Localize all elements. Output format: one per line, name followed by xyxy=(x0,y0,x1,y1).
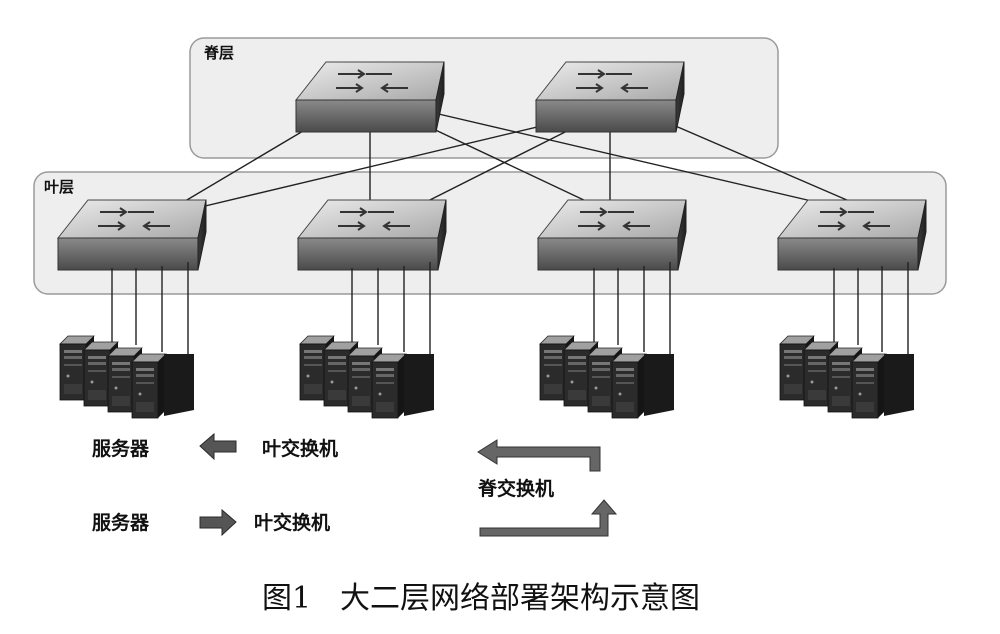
u-turn-arrow-icon xyxy=(477,439,618,537)
figure-caption: 大二层网络部署架构示意图 xyxy=(340,581,700,616)
spine-switch-2-icon xyxy=(535,61,685,133)
server-group-2-icon xyxy=(299,335,434,419)
link-s1-l3 xyxy=(409,117,606,211)
server-group-1-icon xyxy=(59,335,194,419)
leaf-layer-panel xyxy=(33,171,947,295)
leaf-switch-3-icon xyxy=(537,199,687,271)
legend-row1-server-label: 服务器 xyxy=(92,437,150,460)
arrow-left-icon xyxy=(199,432,237,461)
link-s2-l4 xyxy=(649,114,871,211)
leaf-switch-1-icon xyxy=(57,199,207,271)
legend-row2-server-label: 服务器 xyxy=(92,511,150,534)
link-s1-l4 xyxy=(429,111,851,211)
spine-layer-label: 脊层 xyxy=(203,44,234,62)
server-group-3-icon xyxy=(539,335,674,419)
legend-row1-leaf-switch-label: 叶交换机 xyxy=(262,437,338,460)
leaf-switch-4-icon xyxy=(777,199,927,271)
server-group-4-icon xyxy=(779,335,914,419)
leaf-layer-label: 叶层 xyxy=(44,178,74,196)
legend-spine-switch-label: 脊交换机 xyxy=(477,477,554,500)
figure-number: 图1 xyxy=(262,581,311,616)
spine-switch-1-icon xyxy=(295,61,445,133)
arrow-right-icon xyxy=(199,508,237,537)
leaf-server-links xyxy=(111,262,909,358)
link-s2-l2 xyxy=(409,121,586,211)
leaf-switch-2-icon xyxy=(297,199,447,271)
link-s2-l1 xyxy=(179,117,576,213)
legend-row2-leaf-switch-label: 叶交换机 xyxy=(254,511,330,534)
